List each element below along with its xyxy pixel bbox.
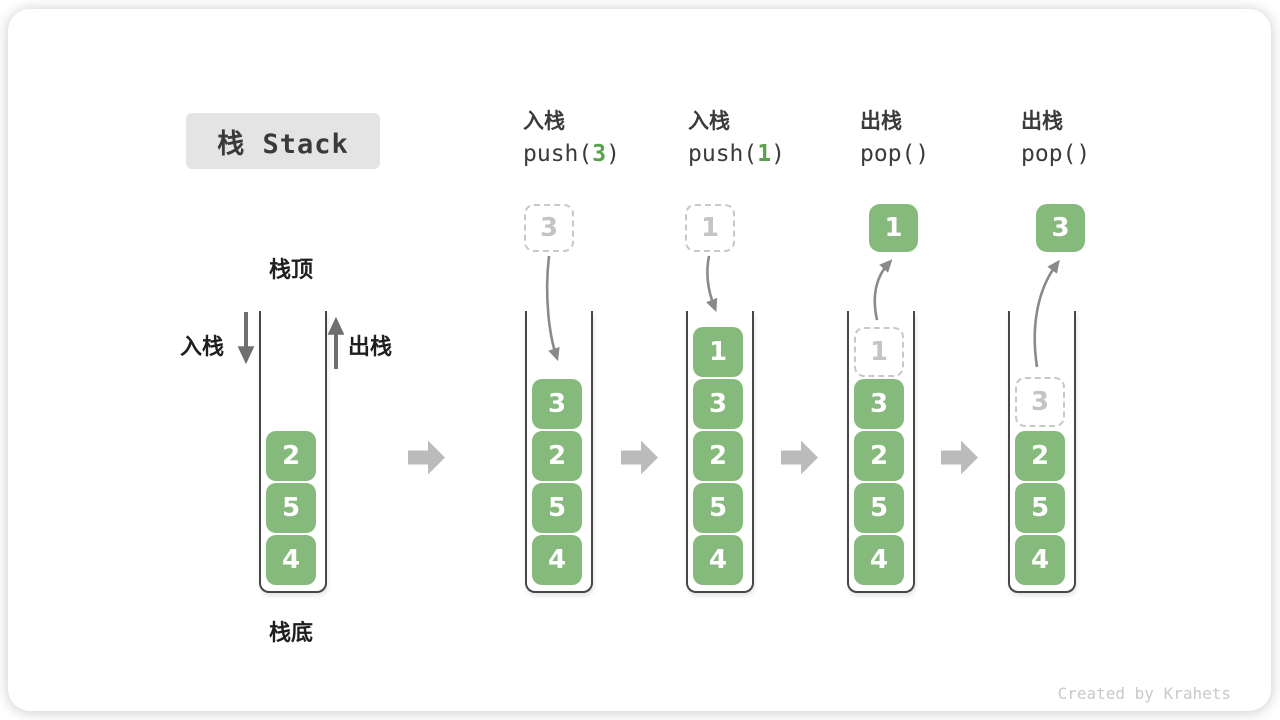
- popped-slot: 1: [854, 327, 904, 377]
- page-title: 栈 Stack: [217, 128, 349, 160]
- stack-block: 4: [1015, 535, 1065, 585]
- stack-block: 4: [693, 535, 743, 585]
- op-name: 入栈: [523, 109, 565, 133]
- stack-block: 2: [1015, 431, 1065, 481]
- op-name: 入栈: [688, 109, 730, 133]
- stack-block: 5: [693, 483, 743, 533]
- stack-block: 4: [854, 535, 904, 585]
- stack-block: 5: [1015, 483, 1065, 533]
- stack-block: 5: [266, 483, 316, 533]
- stack-container-4: 1 3 2 5 4: [847, 311, 915, 593]
- stack-block: 3: [854, 379, 904, 429]
- push-side-label: 入栈: [180, 335, 225, 360]
- op-label-push-3: 入栈 push(3): [523, 106, 683, 172]
- stack-block: 4: [266, 535, 316, 585]
- step-arrow: [781, 440, 818, 475]
- stack-block: 2: [532, 431, 582, 481]
- stack-block: 2: [693, 431, 743, 481]
- op-name: 出栈: [860, 109, 902, 133]
- popped-slot: 3: [1015, 377, 1065, 427]
- op-call: pop(): [1021, 141, 1091, 167]
- step-arrow: [621, 440, 658, 475]
- stack-container-3: 1 3 2 5 4: [686, 311, 754, 593]
- stack-container-1: 2 5 4: [259, 311, 327, 593]
- stack-block: 3: [532, 379, 582, 429]
- title-badge: 栈 Stack: [186, 113, 380, 169]
- op-arg: 3: [592, 141, 607, 167]
- op-label-pop-1: 出栈 pop(): [860, 106, 1020, 172]
- op-label-push-1: 入栈 push(1): [688, 106, 848, 172]
- stack-container-2: 3 2 5 4: [525, 311, 593, 593]
- incoming-value-box: 3: [524, 204, 574, 252]
- step-arrow: [941, 440, 978, 475]
- op-call: push(3): [523, 141, 620, 167]
- stack-top-label: 栈顶: [268, 258, 313, 283]
- op-arg: 1: [757, 141, 772, 167]
- stack-block: 3: [693, 379, 743, 429]
- popped-value-box: 3: [1036, 204, 1085, 252]
- stack-block: 5: [854, 483, 904, 533]
- op-name: 出栈: [1021, 109, 1063, 133]
- stack-block: 2: [266, 431, 316, 481]
- popped-value-box: 1: [869, 204, 918, 252]
- incoming-value-box: 1: [685, 204, 735, 252]
- pop-side-label: 出栈: [348, 335, 393, 360]
- op-call: push(1): [688, 141, 785, 167]
- push-arrow-1: [706, 255, 718, 313]
- stack-block: 1: [693, 327, 743, 377]
- stack-block: 2: [854, 431, 904, 481]
- stack-container-5: 3 2 5 4: [1008, 311, 1076, 593]
- op-label-pop-2: 出栈 pop(): [1021, 106, 1181, 172]
- stack-block: 4: [532, 535, 582, 585]
- stack-block: 5: [532, 483, 582, 533]
- op-call: pop(): [860, 141, 930, 167]
- step-arrow: [408, 440, 445, 475]
- stack-bottom-label: 栈底: [268, 621, 313, 646]
- diagram-card: 栈 Stack 入栈 push(3) 入栈 push(1) 出栈 pop() 出…: [8, 9, 1271, 711]
- watermark-credit: Created by Krahets: [1057, 684, 1231, 703]
